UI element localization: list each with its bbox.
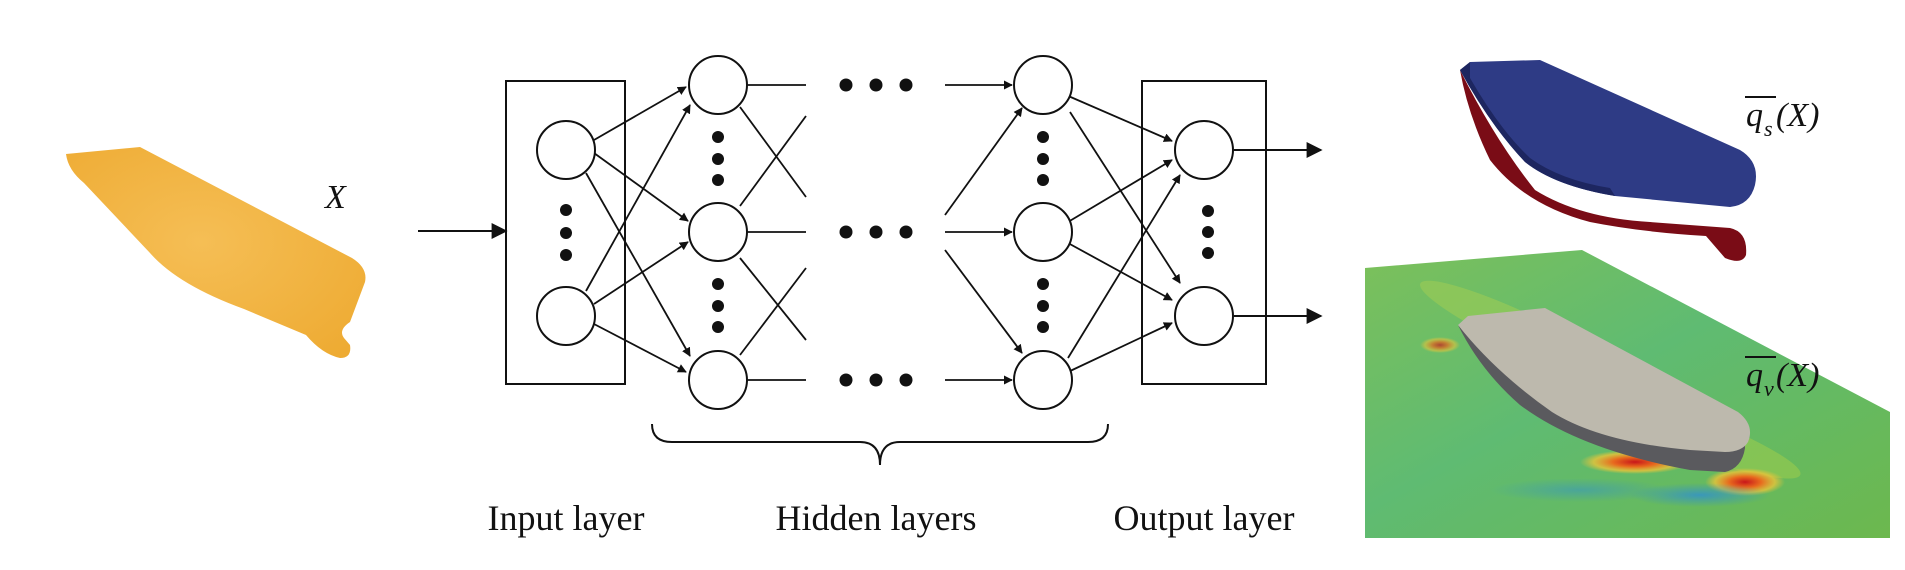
input-node [536,120,596,180]
hidden-node [688,55,748,115]
hidden-node [1013,55,1073,115]
neural-network [505,55,1323,466]
input-layer-label: Input layer [488,498,645,538]
input-variable: X [323,179,347,216]
hidden-layers-label: Hidden layers [776,498,977,538]
output-node [1174,120,1234,180]
surface-output-label: q s (X) [1745,96,1819,141]
input-node [536,286,596,346]
input-layer-box [505,80,626,385]
surface-field-image [1460,60,1756,261]
hidden-layers-brace [651,423,1109,466]
wave-field-image [1365,250,1890,538]
svg-text:s: s [1764,116,1773,141]
svg-text:(X): (X) [1776,357,1819,394]
svg-text:(X): (X) [1776,97,1819,134]
svg-text:q: q [1746,357,1763,394]
hidden-node [1013,350,1073,410]
svg-text:q: q [1746,97,1763,134]
hidden-node [688,350,748,410]
hidden-node [1013,202,1073,262]
ship-hull-image [66,147,366,358]
svg-text:v: v [1764,376,1774,401]
output-layer-box [1141,80,1267,385]
output-node [1174,286,1234,346]
hidden-node [688,202,748,262]
ellipsis-dots [560,78,1214,387]
output-layer-label: Output layer [1114,498,1295,538]
volume-output-label: q v (X) [1745,356,1819,401]
